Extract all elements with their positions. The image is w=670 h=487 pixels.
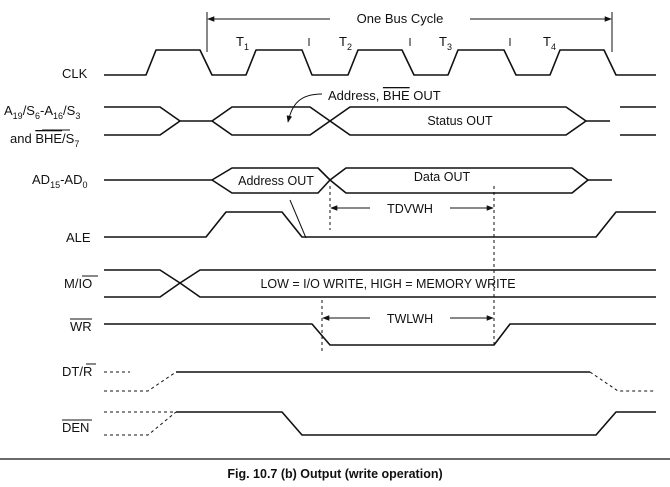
addr-status-waveform (104, 106, 656, 136)
t-state-3: T3 (439, 34, 452, 52)
mio-annotation: LOW = I/O WRITE, HIGH = MEMORY WRITE (260, 277, 515, 291)
status-out-label: Status OUT (427, 114, 493, 128)
ale-label: ALE (66, 230, 91, 245)
wr-waveform (104, 323, 656, 346)
addr-status-label-line2: and BHE/S7 (10, 131, 79, 149)
mio-label: M/IO (64, 276, 92, 291)
t-state-labels: T1 T2 T3 T4 (236, 34, 556, 52)
addr-status-label-line1: A19/S6-A16/S3 (4, 103, 80, 121)
bus-cycle-label: One Bus Cycle (357, 11, 444, 26)
tdvwh-marker: TDVWH (329, 186, 495, 345)
den-waveform (104, 411, 656, 436)
dtr-label: DT/R (62, 364, 92, 379)
bhe-overbar-text: BHE (383, 88, 410, 103)
figure-caption: Fig. 10.7 (b) Output (write operation) (227, 467, 442, 481)
address-bhe-pointer-arrow (286, 93, 323, 123)
den-label: DEN (62, 420, 89, 435)
ad-label: AD15-AD0 (32, 172, 87, 190)
t-state-2: T2 (339, 34, 352, 52)
twlwh-label: TWLWH (387, 312, 433, 326)
t-state-1: T1 (236, 34, 249, 52)
bus-cycle-marker: One Bus Cycle (206, 11, 613, 52)
bhe-overbar-text: BHE (35, 131, 62, 146)
clk-label: CLK (62, 66, 88, 81)
wr-label: WR (70, 319, 92, 334)
mio-waveform (104, 269, 656, 298)
address-bhe-out-label: Address, BHE OUT (328, 88, 441, 103)
data-out-label: Data OUT (414, 170, 471, 184)
dtr-waveform (104, 371, 656, 392)
clk-waveform (104, 49, 656, 76)
ad-bus-waveform (104, 167, 612, 194)
ale-waveform (104, 211, 656, 238)
twlwh-marker: TWLWH (321, 300, 494, 352)
address-out-label: Address OUT (238, 174, 314, 188)
t-state-4: T4 (543, 34, 556, 52)
signal-labels: CLK A19/S6-A16/S3 and BHE/S7 AD15-AD0 AL… (4, 66, 98, 435)
tdvwh-label: TDVWH (387, 202, 433, 216)
